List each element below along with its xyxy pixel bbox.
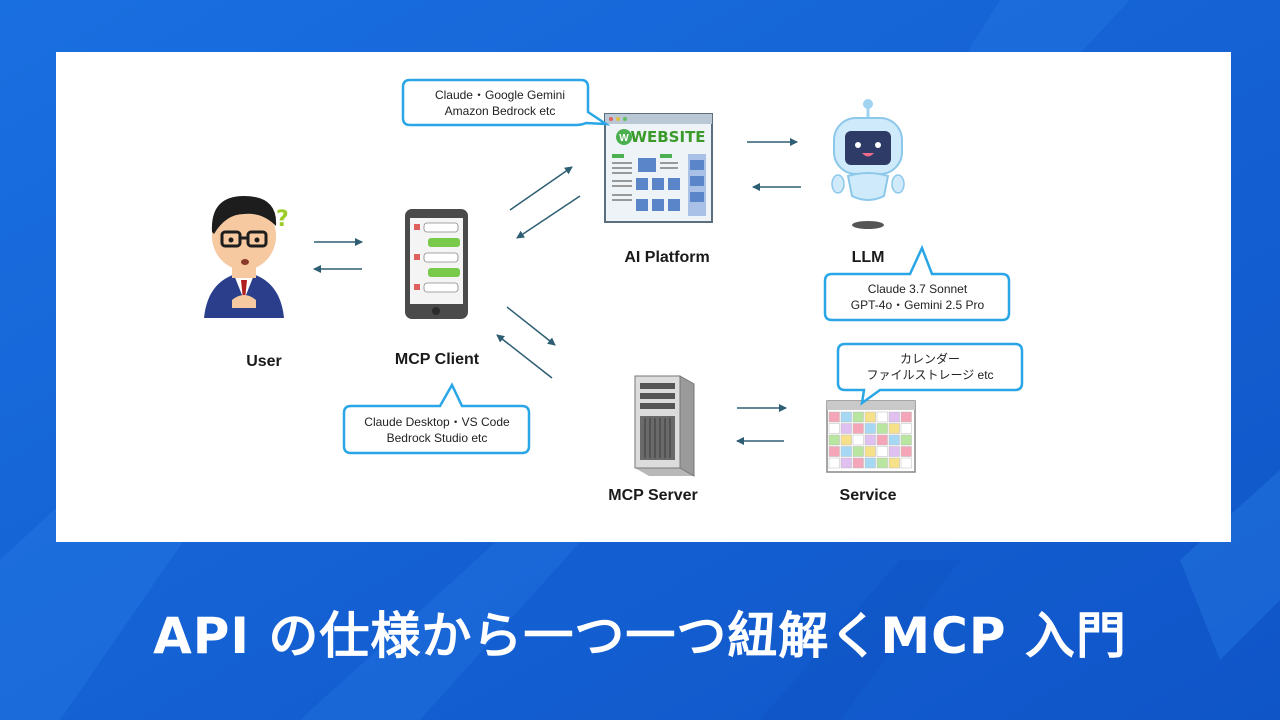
server-rack-icon	[634, 375, 695, 477]
bubble-llm-line-1: Claude 3.7 Sonnet	[867, 282, 968, 296]
node-label-ai-platform: AI Platform	[624, 249, 710, 266]
arrow-platform-to-client	[516, 195, 581, 239]
bubble-ai-platform	[401, 78, 611, 127]
bubble-ai-platform-line-2: Amazon Bedrock etc	[444, 104, 556, 118]
bubble-ai-platform-line-1: Claude・Google Gemini	[434, 88, 566, 102]
node-label-llm: LLM	[851, 249, 885, 266]
node-label-mcp-server: MCP Server	[608, 487, 698, 504]
arrow-client-to-server	[506, 306, 556, 346]
arrow-server-to-client	[496, 334, 553, 379]
bubble-service	[836, 342, 1024, 406]
smartphone-chat-icon	[405, 209, 468, 319]
website-window-icon: W WEBSITE	[604, 113, 713, 223]
arrow-client-to-platform	[509, 166, 573, 211]
node-label-service: Service	[839, 487, 897, 504]
node-label-user: User	[246, 353, 282, 370]
website-logo: WEBSITE	[630, 128, 705, 146]
bubble-mcp-client	[342, 382, 531, 455]
bubble-llm	[823, 244, 1011, 322]
user-confused-icon: ?	[204, 196, 289, 318]
arrow-icon	[313, 138, 801, 445]
bubble-service-line-2: ファイルストレージ etc	[866, 368, 994, 382]
bubble-service-line-1: カレンダー	[899, 352, 960, 366]
bubble-mcp-client-line-2: Bedrock Studio etc	[386, 431, 488, 445]
bubble-llm-line-2: GPT-4o・Gemini 2.5 Pro	[850, 298, 985, 312]
svg-text:W: W	[619, 133, 629, 144]
node-label-mcp-client: MCP Client	[394, 351, 480, 368]
bubble-mcp-client-line-1: Claude Desktop・VS Code	[364, 415, 510, 429]
page-title: API の仕様から一つ一つ紐解くMCP 入門	[153, 607, 1127, 665]
calendar-icon	[826, 400, 916, 473]
svg-text:?: ?	[276, 207, 289, 232]
robot-icon	[831, 99, 905, 229]
